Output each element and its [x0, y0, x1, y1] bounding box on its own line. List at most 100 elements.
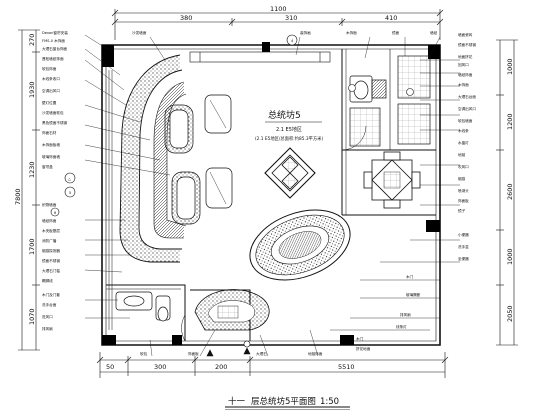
annotation-right: 镜子	[458, 208, 466, 213]
room-note: (2.1 E5地区/总面积:约85.3平方米)	[255, 135, 323, 142]
left-dim-5: 1070	[28, 308, 36, 325]
top-dim-2: 310	[285, 14, 297, 22]
left-leader-lines	[84, 34, 171, 319]
annotation-top: 木饰面	[346, 30, 357, 35]
annotation-right: 回风口	[458, 62, 469, 67]
annotation-right: 水晶灯	[458, 140, 469, 145]
annotation-left: 窗帘盒	[42, 164, 53, 169]
drawing-scale: 1:50	[320, 397, 339, 407]
annotation-left: 空调出风口	[42, 88, 60, 93]
annotation-right: 玻璃隔断	[406, 292, 421, 297]
right-dim-5: 2050	[506, 305, 514, 322]
annotation-right: 线条灯	[396, 324, 407, 329]
bottom-leader-lines	[149, 329, 319, 357]
annotation-bottom: 软包	[140, 351, 148, 356]
right-dim-4: 1000	[506, 248, 514, 265]
top-leader-lines	[149, 36, 441, 61]
room-label: 总统坊5	[268, 109, 301, 121]
annotation-right: 烟感	[458, 176, 466, 181]
callout-1: 4	[291, 39, 294, 43]
outer-walls	[101, 44, 441, 346]
left-total-dim: 7800	[14, 188, 22, 205]
annotation-left: 洗手台面	[42, 302, 57, 307]
annotation-top: 墙纸	[430, 30, 438, 35]
annotation-bottom: 拼花地面	[356, 346, 371, 351]
annotation-right: 排风扇	[400, 312, 411, 317]
annotation-left: 织物墙面	[42, 202, 57, 207]
left-dim-2: 1930	[28, 81, 36, 98]
top-dimension-lines	[111, 9, 444, 40]
right-leader-lines	[330, 59, 460, 331]
annotation-right: 墙纸饰面	[458, 72, 473, 77]
left-dimension-lines	[18, 29, 40, 351]
callout-3: 5	[69, 191, 71, 195]
annotation-left: 消防广播	[42, 238, 57, 243]
annotation-left: 进风口	[42, 314, 53, 319]
annotation-bottom: 大理石	[256, 351, 267, 356]
annotation-top: 装饰画	[300, 30, 311, 35]
card-table	[363, 151, 421, 209]
annotation-left: 蓬松墙纸饰面	[42, 56, 64, 61]
bottom-dim-4: 5510	[338, 363, 355, 371]
bottom-dimension-lines	[96, 352, 449, 378]
annotation-right: 吹风口	[458, 164, 469, 169]
room-diamond-logo	[264, 147, 316, 199]
annotation-left: 壁灯位置	[42, 100, 57, 105]
sofa-tables	[164, 94, 233, 225]
annotation-bottom: 地毯饰面	[308, 351, 323, 356]
top-dim-1: 380	[180, 14, 192, 22]
annotation-left: 木门及门套	[42, 292, 60, 297]
annotation-right: 小便器	[458, 232, 469, 237]
annotation-left: 沙发墙面软包	[42, 110, 64, 115]
right-dim-3: 2600	[506, 183, 514, 200]
annotation-right: 地毯	[458, 152, 466, 157]
annotation-right: 洗手盆	[458, 244, 469, 249]
right-dim-2: 1200	[506, 113, 514, 130]
annotation-top: 镜面	[392, 30, 400, 35]
annotation-left: 镜面不锈钢	[42, 258, 60, 263]
annotation-left: 大理石门槛	[42, 268, 60, 273]
top-dim-3: 410	[385, 14, 397, 22]
annotation-right: 木线条	[458, 128, 469, 133]
left-dim-1: 270	[28, 34, 36, 46]
annotation-bottom: 饰面板	[188, 351, 199, 356]
top-cabinet	[189, 51, 331, 63]
lower-bench	[194, 289, 270, 331]
oval-table	[249, 209, 351, 281]
left-dim-4: 1700	[28, 238, 36, 255]
annotation-right: 木门	[406, 274, 414, 279]
structural-columns	[102, 42, 440, 345]
annotation-left: 烟感探测器	[42, 248, 60, 253]
annotation-top: 沙发墙面	[132, 30, 147, 35]
annotation-left: 排风扇	[42, 326, 53, 331]
annotation-right: 喷淋头	[458, 188, 469, 193]
annotation-left: 黑色镜面不锈钢	[42, 120, 68, 125]
annotation-left: 饰面石材	[42, 130, 57, 135]
annotation-left: 木饰面板墙	[42, 142, 60, 147]
top-total-dim: 1100	[270, 5, 287, 13]
bathroom-fixtures	[341, 55, 431, 151]
section-markers	[206, 340, 251, 357]
annotation-left: 大理石窗台饰面	[42, 46, 68, 51]
annotation-right: 地面拼花	[458, 54, 473, 59]
bottom-dim-3: 200	[215, 363, 227, 371]
left-window	[108, 70, 113, 330]
annotation-right: 软包墙面	[458, 118, 473, 123]
room-code: 2.1 E5地区	[276, 126, 302, 133]
left-dim-3: 1230	[28, 161, 36, 178]
left-annotations: Dexon窗帘安装 FMS-0 木饰面 大理石窗台饰面 蓬松墙纸饰面 软包饰面 …	[42, 30, 68, 331]
interior-partitions	[106, 49, 436, 341]
annotation-right: 坐便器	[458, 256, 469, 261]
annotation-right: 空调出风口	[458, 106, 476, 111]
annotation-left: 木夹板基层	[42, 228, 60, 233]
annotation-left: 软包饰面	[42, 66, 57, 71]
annotation-left: 木线条收口	[42, 76, 60, 81]
drawing-title-main: 层总统坊5平面图	[251, 396, 316, 407]
annotation-left: 玻璃饰面墙	[42, 154, 60, 159]
annotation-left: 踢脚线	[42, 278, 53, 283]
callout-4: 6	[54, 211, 57, 215]
annotation-right: 饰面板	[458, 198, 469, 203]
annotation-right: 墙面瓷砖	[458, 32, 473, 37]
